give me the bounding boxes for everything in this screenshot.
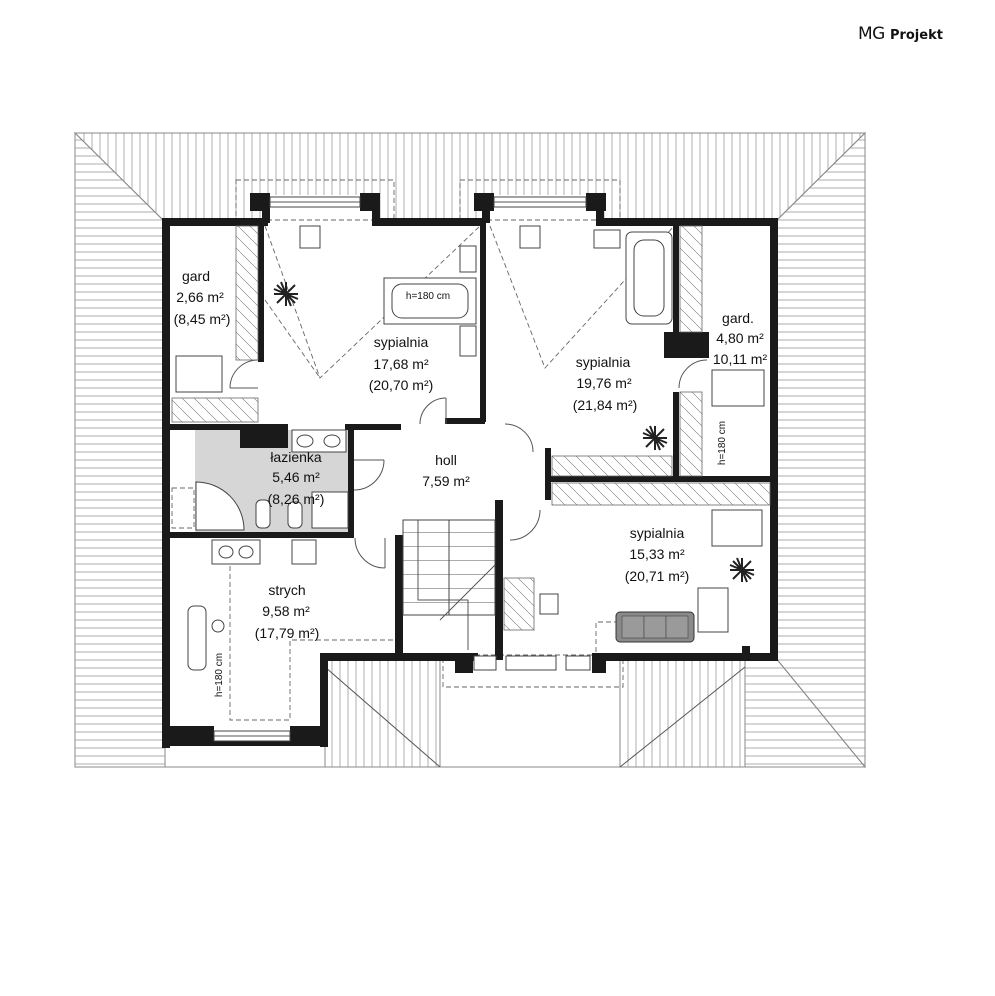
plant-icon: [642, 425, 668, 451]
room-labels: gard 2,66 m² (8,45 m²) sypialnia 17,68 m…: [174, 268, 768, 641]
sypialnia2-gross: (21,84 m²): [573, 397, 638, 413]
gard1-gross: (8,45 m²): [174, 311, 231, 327]
holl-name: holl: [435, 452, 457, 468]
staircase: [402, 519, 496, 650]
dormer-outlines: [235, 179, 624, 688]
lazienka-name: łazienka: [270, 449, 322, 465]
gard2-area: 4,80 m²: [716, 330, 764, 346]
interior-walls: [162, 222, 775, 660]
wardrobes: [171, 225, 771, 506]
height-note-gard2: h=180 cm: [717, 421, 728, 465]
plant-icon: [273, 281, 299, 307]
sypialnia1-area: 17,68 m²: [373, 356, 429, 372]
gard2-gross: 10,11 m²: [713, 351, 768, 367]
furniture: [171, 225, 765, 721]
gard1-name: gard: [182, 268, 210, 284]
sypialnia1-gross: (20,70 m²): [369, 377, 434, 393]
plant-icons: [273, 281, 755, 583]
sypialnia1-name: sypialnia: [374, 334, 429, 350]
sypialnia3-area: 15,33 m²: [629, 546, 685, 562]
gard2-name: gard.: [722, 310, 754, 326]
strych-area: 9,58 m²: [262, 603, 310, 619]
door-swings: [229, 359, 708, 569]
height-note-strych: h=180 cm: [214, 653, 225, 697]
sypialnia2-area: 19,76 m²: [576, 375, 632, 391]
plant-icon: [729, 557, 755, 583]
sypialnia3-gross: (20,71 m²): [625, 568, 690, 584]
interior-floor: [165, 195, 775, 745]
strych-gross: (17,79 m²): [255, 625, 320, 641]
logo-mg: MG: [858, 24, 885, 44]
logo-projekt: Projekt: [889, 28, 943, 43]
lazienka-area: 5,46 m²: [272, 469, 320, 485]
gard1-area: 2,66 m²: [176, 289, 224, 305]
height-note-bath: h=180 cm: [406, 291, 450, 302]
windows: [213, 196, 591, 742]
height-notes: h=180 cm h=180 cm h=180 cm: [214, 291, 728, 697]
brand-logo: MG Projekt: [858, 24, 943, 44]
sypialnia2-name: sypialnia: [576, 354, 631, 370]
holl-area: 7,59 m²: [422, 473, 470, 489]
strych-name: strych: [268, 582, 305, 598]
lazienka-gross: (8,26 m²): [268, 491, 325, 507]
sypialnia3-name: sypialnia: [630, 525, 685, 541]
